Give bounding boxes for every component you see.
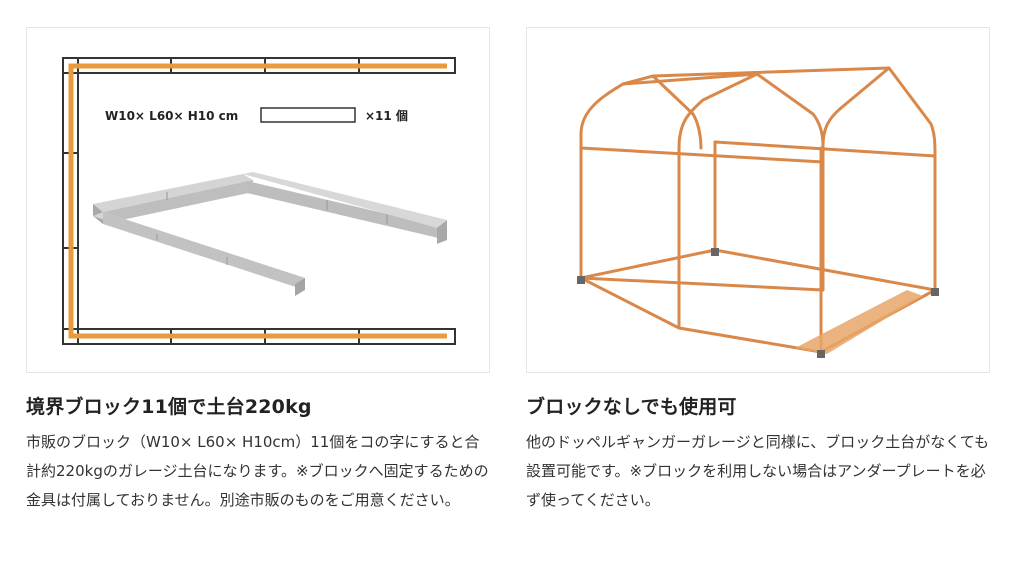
block-base-diagram: W10× L60× H10 cm ×11 個 (26, 27, 490, 373)
block-base-title: 境界ブロック11個で土台220kg (26, 396, 312, 418)
garage-frame-image (526, 27, 990, 373)
block-count-label: ×11 個 (365, 108, 408, 123)
concrete-block-illustration (93, 172, 447, 296)
block-base-description: 市販のブロック（W10× L60× H10cm）11個をコの字にすると合計約22… (26, 433, 489, 509)
no-block-title: ブロックなしでも使用可 (526, 396, 737, 418)
garage-frame-illustration (577, 66, 939, 358)
frame-outline-orange (68, 63, 447, 339)
no-block-description: 他のドッペルギャンガーガレージと同様に、ブロック土台がなくても設置可能です。※ブ… (526, 433, 990, 509)
under-plate (795, 290, 923, 354)
single-block-icon (260, 107, 356, 123)
block-dimension-label: W10× L60× H10 cm (105, 109, 238, 123)
block-layout-illustration: W10× L60× H10 cm ×11 個 (62, 57, 456, 345)
